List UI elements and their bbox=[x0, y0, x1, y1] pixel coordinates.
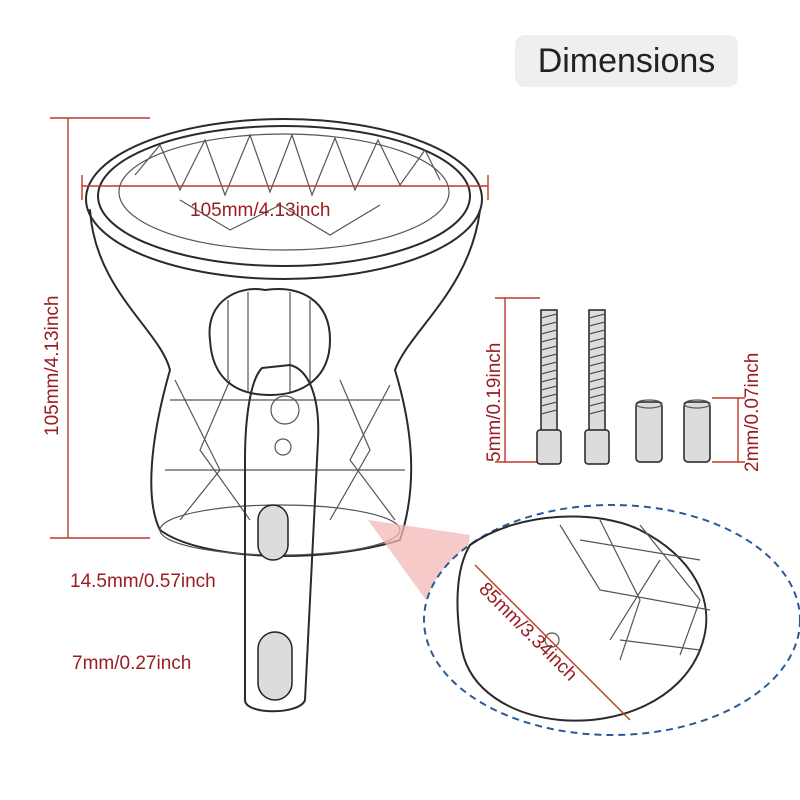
screws: 5mm/0.19inch bbox=[484, 297, 610, 465]
slot-small-label: 7mm/0.27inch bbox=[72, 653, 191, 674]
screw-size-label: 5mm/0.19inch bbox=[484, 343, 505, 462]
spacers: 2mm/0.07inch bbox=[635, 353, 763, 472]
height-dimension: 105mm/4.13inch bbox=[42, 117, 150, 539]
slot-width-label: 14.5mm/0.57inch bbox=[70, 571, 216, 592]
screw-1 bbox=[536, 309, 562, 465]
screw-2 bbox=[584, 309, 610, 465]
clamp-detail: 85mm/3.34inch bbox=[423, 504, 800, 736]
slot-dimensions: 14.5mm/0.57inch 7mm/0.27inch bbox=[70, 571, 216, 674]
spacer-2 bbox=[683, 399, 711, 463]
spacer-size-label: 2mm/0.07inch bbox=[742, 353, 763, 472]
rim-diameter-label: 105mm/4.13inch bbox=[190, 200, 330, 221]
spacer-1 bbox=[635, 399, 663, 463]
height-label: 105mm/4.13inch bbox=[42, 296, 63, 436]
dimensions-title: Dimensions bbox=[515, 35, 738, 87]
cup-holder-sketch bbox=[85, 118, 483, 713]
rim-dimension: 105mm/4.13inch bbox=[81, 175, 489, 221]
